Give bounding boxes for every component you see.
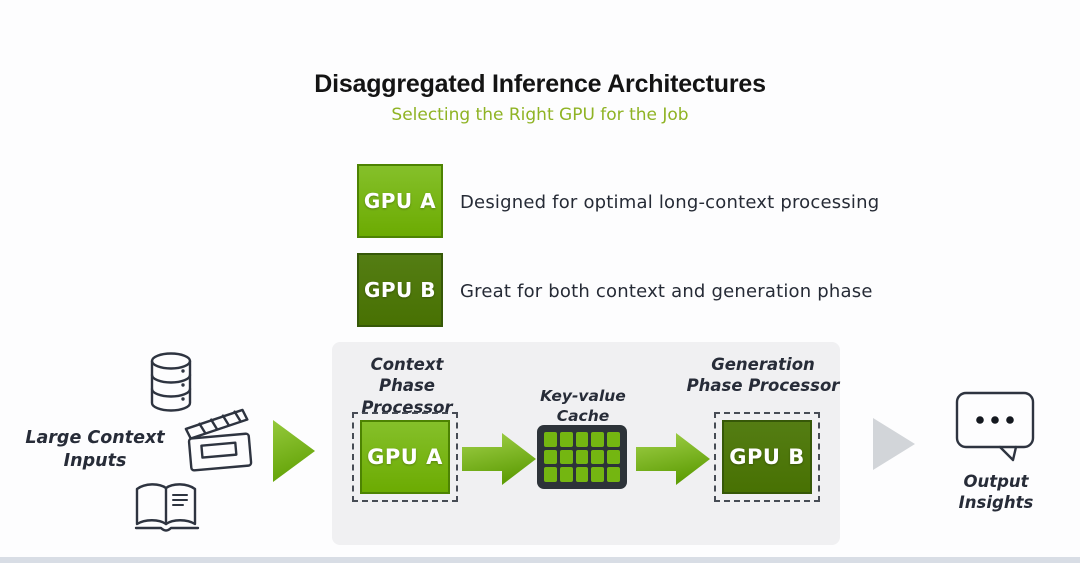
cache-cell <box>575 467 589 482</box>
kv-cache-grid <box>544 432 620 482</box>
context-gpu-a-square: GPU A <box>360 420 450 494</box>
legend-gpu-b-description: Great for both context and generation ph… <box>460 281 873 302</box>
page-subtitle: Selecting the Right GPU for the Job <box>391 105 689 125</box>
context-processor-dashed-box: GPU A <box>352 412 458 502</box>
chat-bubble-icon <box>955 391 1035 462</box>
cache-cell <box>591 467 605 482</box>
generation-phase-processor-label: Generation Phase Processor <box>686 355 840 396</box>
cache-cell <box>559 432 573 447</box>
context-gpu-a-label: GPU A <box>367 445 443 469</box>
page-title: Disaggregated Inference Architectures <box>314 70 766 98</box>
cache-cell <box>607 467 620 482</box>
key-value-cache-label: Key-value Cache <box>540 387 626 426</box>
generation-processor-dashed-box: GPU B <box>714 412 820 502</box>
cache-cell <box>544 467 557 482</box>
generation-gpu-b-label: GPU B <box>729 445 805 469</box>
generation-gpu-b-square: GPU B <box>722 420 812 494</box>
legend-gpu-b-label: GPU B <box>363 278 437 302</box>
cache-cell <box>591 449 605 465</box>
context-to-cache-arrow-icon <box>462 433 536 485</box>
cache-cell <box>607 449 620 465</box>
legend-gpu-a-description: Designed for optimal long-context proces… <box>460 192 880 213</box>
cache-to-generation-arrow-icon <box>636 433 710 485</box>
output-arrow-icon <box>873 418 915 470</box>
open-book-icon <box>134 483 200 532</box>
cache-cell <box>559 449 573 465</box>
cache-cell <box>559 467 573 482</box>
cache-cell <box>607 432 620 447</box>
input-arrow-icon <box>273 420 315 482</box>
context-phase-processor-label: Context Phase Processor <box>361 355 453 417</box>
legend-gpu-a-square: GPU A <box>357 164 443 238</box>
database-icon <box>150 352 192 412</box>
cache-cell <box>544 449 557 465</box>
large-context-inputs-label: Large Context Inputs <box>25 428 165 471</box>
cache-cell <box>544 432 557 447</box>
bottom-edge-band <box>0 557 1080 563</box>
clapperboard-icon <box>184 408 253 472</box>
legend-gpu-a-label: GPU A <box>363 189 437 213</box>
cache-cell <box>575 432 589 447</box>
output-insights-label: Output Insights <box>958 472 1034 513</box>
cache-cell <box>575 449 589 465</box>
legend-gpu-b-square: GPU B <box>357 253 443 327</box>
cache-cell <box>591 432 605 447</box>
key-value-cache-box <box>537 425 627 489</box>
